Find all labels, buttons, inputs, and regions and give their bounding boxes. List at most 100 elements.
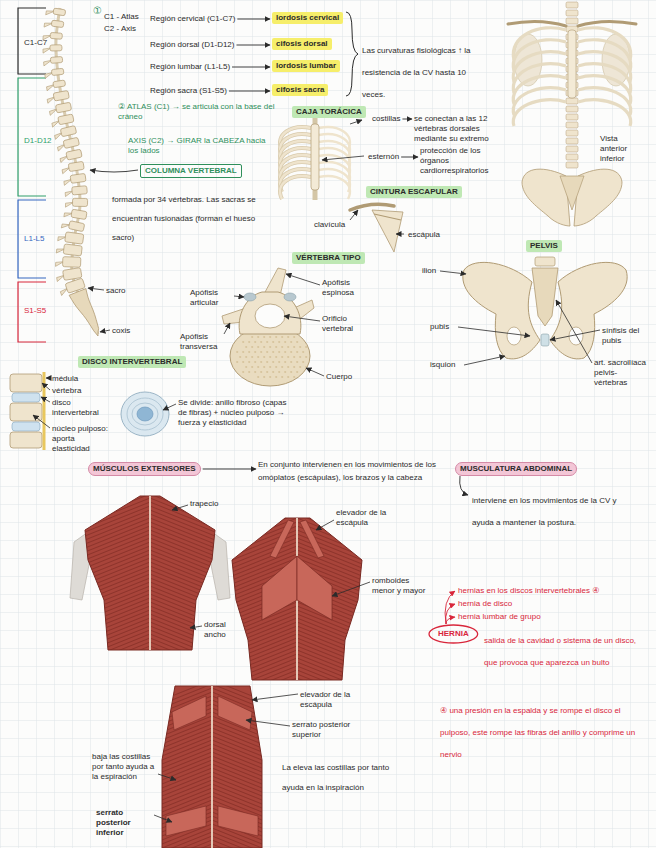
node-text: MÚSCULOS EXTENSORES: [93, 464, 196, 474]
fibre: [150, 550, 240, 586]
vertebra-block: [10, 432, 42, 448]
spongy-bone: [293, 356, 295, 358]
spongy-bone: [263, 376, 265, 378]
spongy-bone: [260, 351, 262, 353]
leader-line: [556, 300, 592, 363]
fibre: [60, 582, 150, 618]
leader-line: [33, 415, 50, 428]
leader-line: [41, 397, 50, 402]
spongy-bone: [275, 356, 277, 358]
spongy-bone: [287, 376, 289, 378]
spongy-bone: [275, 346, 277, 348]
fibre: [60, 610, 150, 646]
vertebral-body: [55, 102, 71, 113]
disc-block: [12, 393, 40, 402]
leader-line: [158, 774, 176, 780]
fibre: [150, 614, 240, 650]
note-text: C1 - Atlas: [104, 12, 139, 22]
fibre: [297, 630, 387, 666]
vertebra: [46, 90, 69, 103]
fibre: [297, 610, 387, 646]
fibre: [150, 526, 240, 562]
spongy-bone: [269, 366, 271, 368]
vertebra: [566, 2, 578, 8]
leader-line: [322, 156, 364, 160]
spongy-bone: [302, 361, 304, 363]
spongy-bone: [245, 356, 247, 358]
fibre: [60, 618, 150, 654]
vertebra: [53, 126, 76, 140]
fibre: [150, 506, 240, 542]
spongy-bone: [260, 371, 262, 373]
fibre: [150, 586, 240, 622]
section-heading: MÚSCULOS EXTENSORES: [88, 462, 201, 476]
vertebra: [44, 19, 64, 29]
fibre: [212, 724, 302, 760]
vertebra: [566, 10, 578, 16]
fibre: [212, 728, 302, 764]
section-heading: MUSCULATURA ABDOMINAL: [455, 462, 577, 476]
fibre: [212, 836, 302, 848]
spongy-bone: [236, 361, 238, 363]
note-text: hernia lumbar de grupo: [458, 612, 541, 622]
fibre: [297, 622, 387, 658]
vertebral-body: [50, 45, 62, 51]
curve-highlight: cifosis sacra: [272, 84, 328, 96]
fibre: [150, 646, 240, 682]
note-text: AXIS (C2) → GIRAR la CABEZA hacia los la…: [128, 136, 268, 156]
spongy-bone: [296, 341, 298, 343]
arrow-line: [402, 119, 412, 120]
fibre: [212, 744, 302, 780]
node-text: cifosis dorsal: [276, 39, 328, 49]
spine-line: [149, 490, 151, 690]
fibre: [60, 518, 150, 554]
vertebra: [59, 149, 82, 162]
vertebra: [566, 138, 578, 144]
spongy-bone: [293, 336, 295, 338]
spongy-bone: [284, 341, 286, 343]
clavicle: [578, 21, 636, 26]
leader-line: [446, 604, 455, 624]
vertebra: [56, 137, 79, 151]
sternum: [568, 30, 576, 98]
note-text: D1-D12: [24, 136, 52, 146]
serratus-superior: [218, 696, 252, 730]
leader-line: [440, 271, 466, 274]
ellipse-outline: [429, 625, 478, 643]
vertebral-arch: [239, 292, 301, 334]
muscle-fibres: [60, 490, 240, 690]
vertebral-body: [72, 186, 88, 195]
note-text: salida de la cavidad o sistema de un dis…: [484, 630, 649, 674]
nucleus-pulposus: [137, 407, 153, 421]
spongy-bone: [272, 371, 274, 373]
spongy-bone: [302, 351, 304, 353]
serratus-superior: [172, 696, 206, 730]
note-text: interviene en los movimientos de la CV y…: [472, 490, 637, 534]
spongy-bone: [248, 351, 250, 353]
fibre: [297, 654, 387, 690]
vertebral-body: [68, 161, 84, 171]
fibre: [297, 650, 387, 686]
spongy-bone: [281, 336, 283, 338]
spongy-bone: [269, 376, 271, 378]
clavicle: [508, 21, 566, 26]
note-text: pubis: [430, 322, 449, 332]
fibre: [150, 610, 240, 646]
articular-process: [284, 293, 296, 301]
spongy-bone: [257, 356, 259, 358]
spongy-bone: [254, 341, 256, 343]
fibre: [122, 800, 212, 836]
fibre: [297, 642, 387, 678]
leader-line: [350, 210, 358, 220]
fibre: [150, 626, 240, 662]
obturator-foramen: [507, 327, 521, 345]
vertebra: [566, 162, 578, 168]
fibre: [150, 566, 240, 602]
note-text: Región cervical (C1-C7): [150, 14, 235, 24]
node-text: lordosis lumbar: [276, 61, 336, 71]
spongy-bone: [239, 356, 241, 358]
vertebral-body: [63, 244, 82, 256]
rhomboid: [262, 556, 297, 620]
fibre: [60, 522, 150, 558]
rib: [578, 100, 631, 126]
